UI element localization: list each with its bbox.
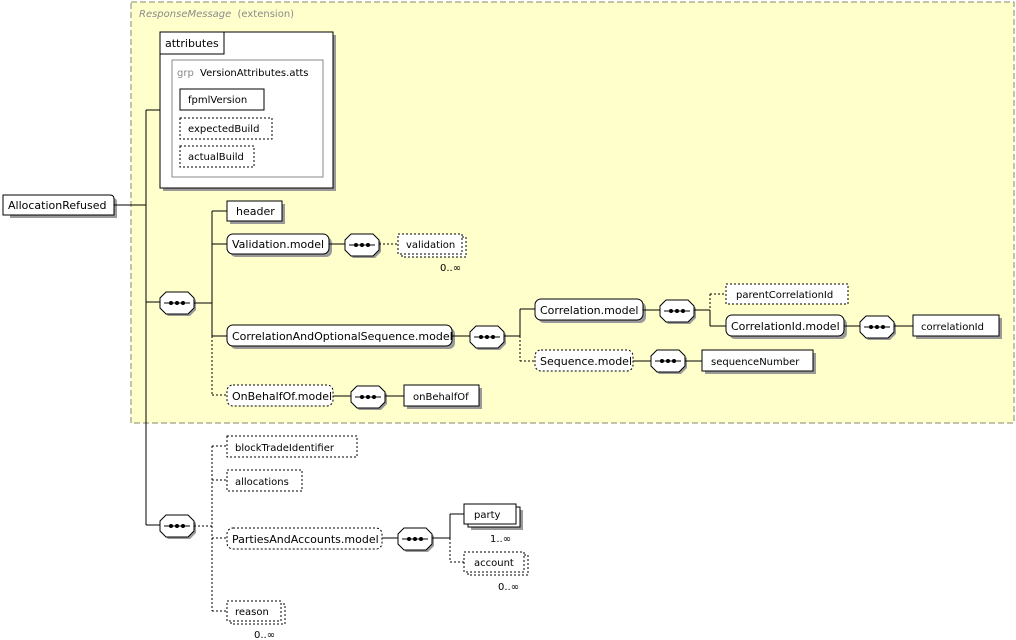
element-party[interactable]: party: [463, 503, 523, 530]
group-partiesaccounts-model-label: PartiesAndAccounts.model: [232, 533, 379, 546]
element-validation-label: validation: [406, 240, 455, 251]
element-sequencenumber[interactable]: sequenceNumber: [701, 349, 816, 374]
sequence-compositor-2: [159, 514, 196, 539]
attr-fpmlversion[interactable]: fpmlVersion: [179, 88, 265, 111]
group-validation-model-label: Validation.model: [232, 238, 324, 251]
group-correlation-model[interactable]: Correlation.model: [534, 298, 646, 323]
group-onbehalfof-model-label: OnBehalfOf.model: [232, 390, 332, 403]
validation-cardinality: 0..∞: [440, 263, 461, 274]
root-element-label: AllocationRefused: [8, 199, 106, 212]
group-correlation-model-label: Correlation.model: [540, 304, 638, 317]
sequence-compositor-validation: [344, 233, 381, 258]
sequence-compositor-correlation: [469, 325, 506, 350]
group-name: VersionAttributes.atts: [200, 68, 309, 79]
element-reason[interactable]: reason: [226, 600, 286, 625]
group-correlationid-model-label: CorrelationId.model: [731, 320, 840, 333]
element-header[interactable]: header: [226, 200, 285, 224]
element-blocktradeidentifier[interactable]: blockTradeIdentifier: [226, 435, 358, 458]
attributes-container: attributes grp VersionAttributes.atts fp…: [159, 31, 336, 191]
account-cardinality: 0..∞: [498, 582, 519, 593]
element-party-label: party: [474, 510, 501, 521]
extension-base-type: ResponseMessage: [139, 9, 231, 20]
group-validation-model[interactable]: Validation.model: [226, 233, 332, 257]
sequence-compositor-sequence: [650, 349, 687, 374]
group-onbehalfof-model[interactable]: OnBehalfOf.model: [226, 384, 334, 407]
group-prefix: grp: [177, 68, 194, 79]
element-header-label: header: [236, 205, 275, 218]
svg-text:grp VersionAttributes.at: grp VersionAttributes.atts: [177, 68, 309, 79]
group-sequence-model-label: Sequence.model: [540, 355, 632, 368]
extension-suffix: (extension): [238, 9, 295, 20]
element-validation[interactable]: validation: [397, 233, 467, 258]
root-element-allocationrefused[interactable]: AllocationRefused: [2, 194, 117, 218]
element-onbehalfof-label: onBehalfOf: [413, 392, 469, 403]
sequence-compositor-onbehalfof: [350, 385, 387, 410]
svg-text:ResponseMessage (extension: ResponseMessage (extension): [139, 9, 294, 20]
element-allocations-label: allocations: [235, 477, 289, 488]
attr-expectedbuild-label: expectedBuild: [188, 124, 259, 135]
element-onbehalfof[interactable]: onBehalfOf: [403, 384, 482, 409]
sequence-compositor-correlation-inner: [659, 299, 696, 324]
attr-actualbuild-label: actualBuild: [188, 152, 244, 163]
attr-fpmlversion-label: fpmlVersion: [188, 95, 247, 106]
sequence-compositor-parties: [397, 527, 434, 552]
group-correlation-sequence-model[interactable]: CorrelationAndOptionalSequence.model: [226, 324, 455, 349]
element-correlationid[interactable]: correlationId: [912, 314, 1002, 339]
group-partiesaccounts-model[interactable]: PartiesAndAccounts.model: [226, 527, 383, 550]
party-cardinality: 1..∞: [490, 534, 511, 545]
attr-expectedbuild[interactable]: expectedBuild: [179, 117, 273, 140]
element-reason-label: reason: [235, 607, 269, 618]
attr-actualbuild[interactable]: actualBuild: [179, 145, 255, 168]
element-parentcorrelationid[interactable]: parentCorrelationId: [725, 283, 849, 305]
element-allocations[interactable]: allocations: [226, 469, 303, 492]
attributes-label: attributes: [165, 37, 219, 50]
sequence-compositor-1: [159, 291, 196, 316]
element-sequencenumber-label: sequenceNumber: [711, 357, 800, 368]
element-account[interactable]: account: [463, 551, 529, 576]
element-account-label: account: [474, 558, 514, 569]
group-correlationid-model[interactable]: CorrelationId.model: [725, 314, 847, 339]
element-blocktradeidentifier-label: blockTradeIdentifier: [235, 443, 335, 454]
group-correlation-sequence-model-label: CorrelationAndOptionalSequence.model: [232, 330, 453, 343]
reason-cardinality: 0..∞: [254, 630, 275, 640]
element-parentcorrelationid-label: parentCorrelationId: [736, 290, 833, 301]
group-sequence-model[interactable]: Sequence.model: [534, 349, 634, 372]
element-correlationid-label: correlationId: [921, 322, 984, 333]
sequence-compositor-correlationid: [859, 315, 896, 340]
